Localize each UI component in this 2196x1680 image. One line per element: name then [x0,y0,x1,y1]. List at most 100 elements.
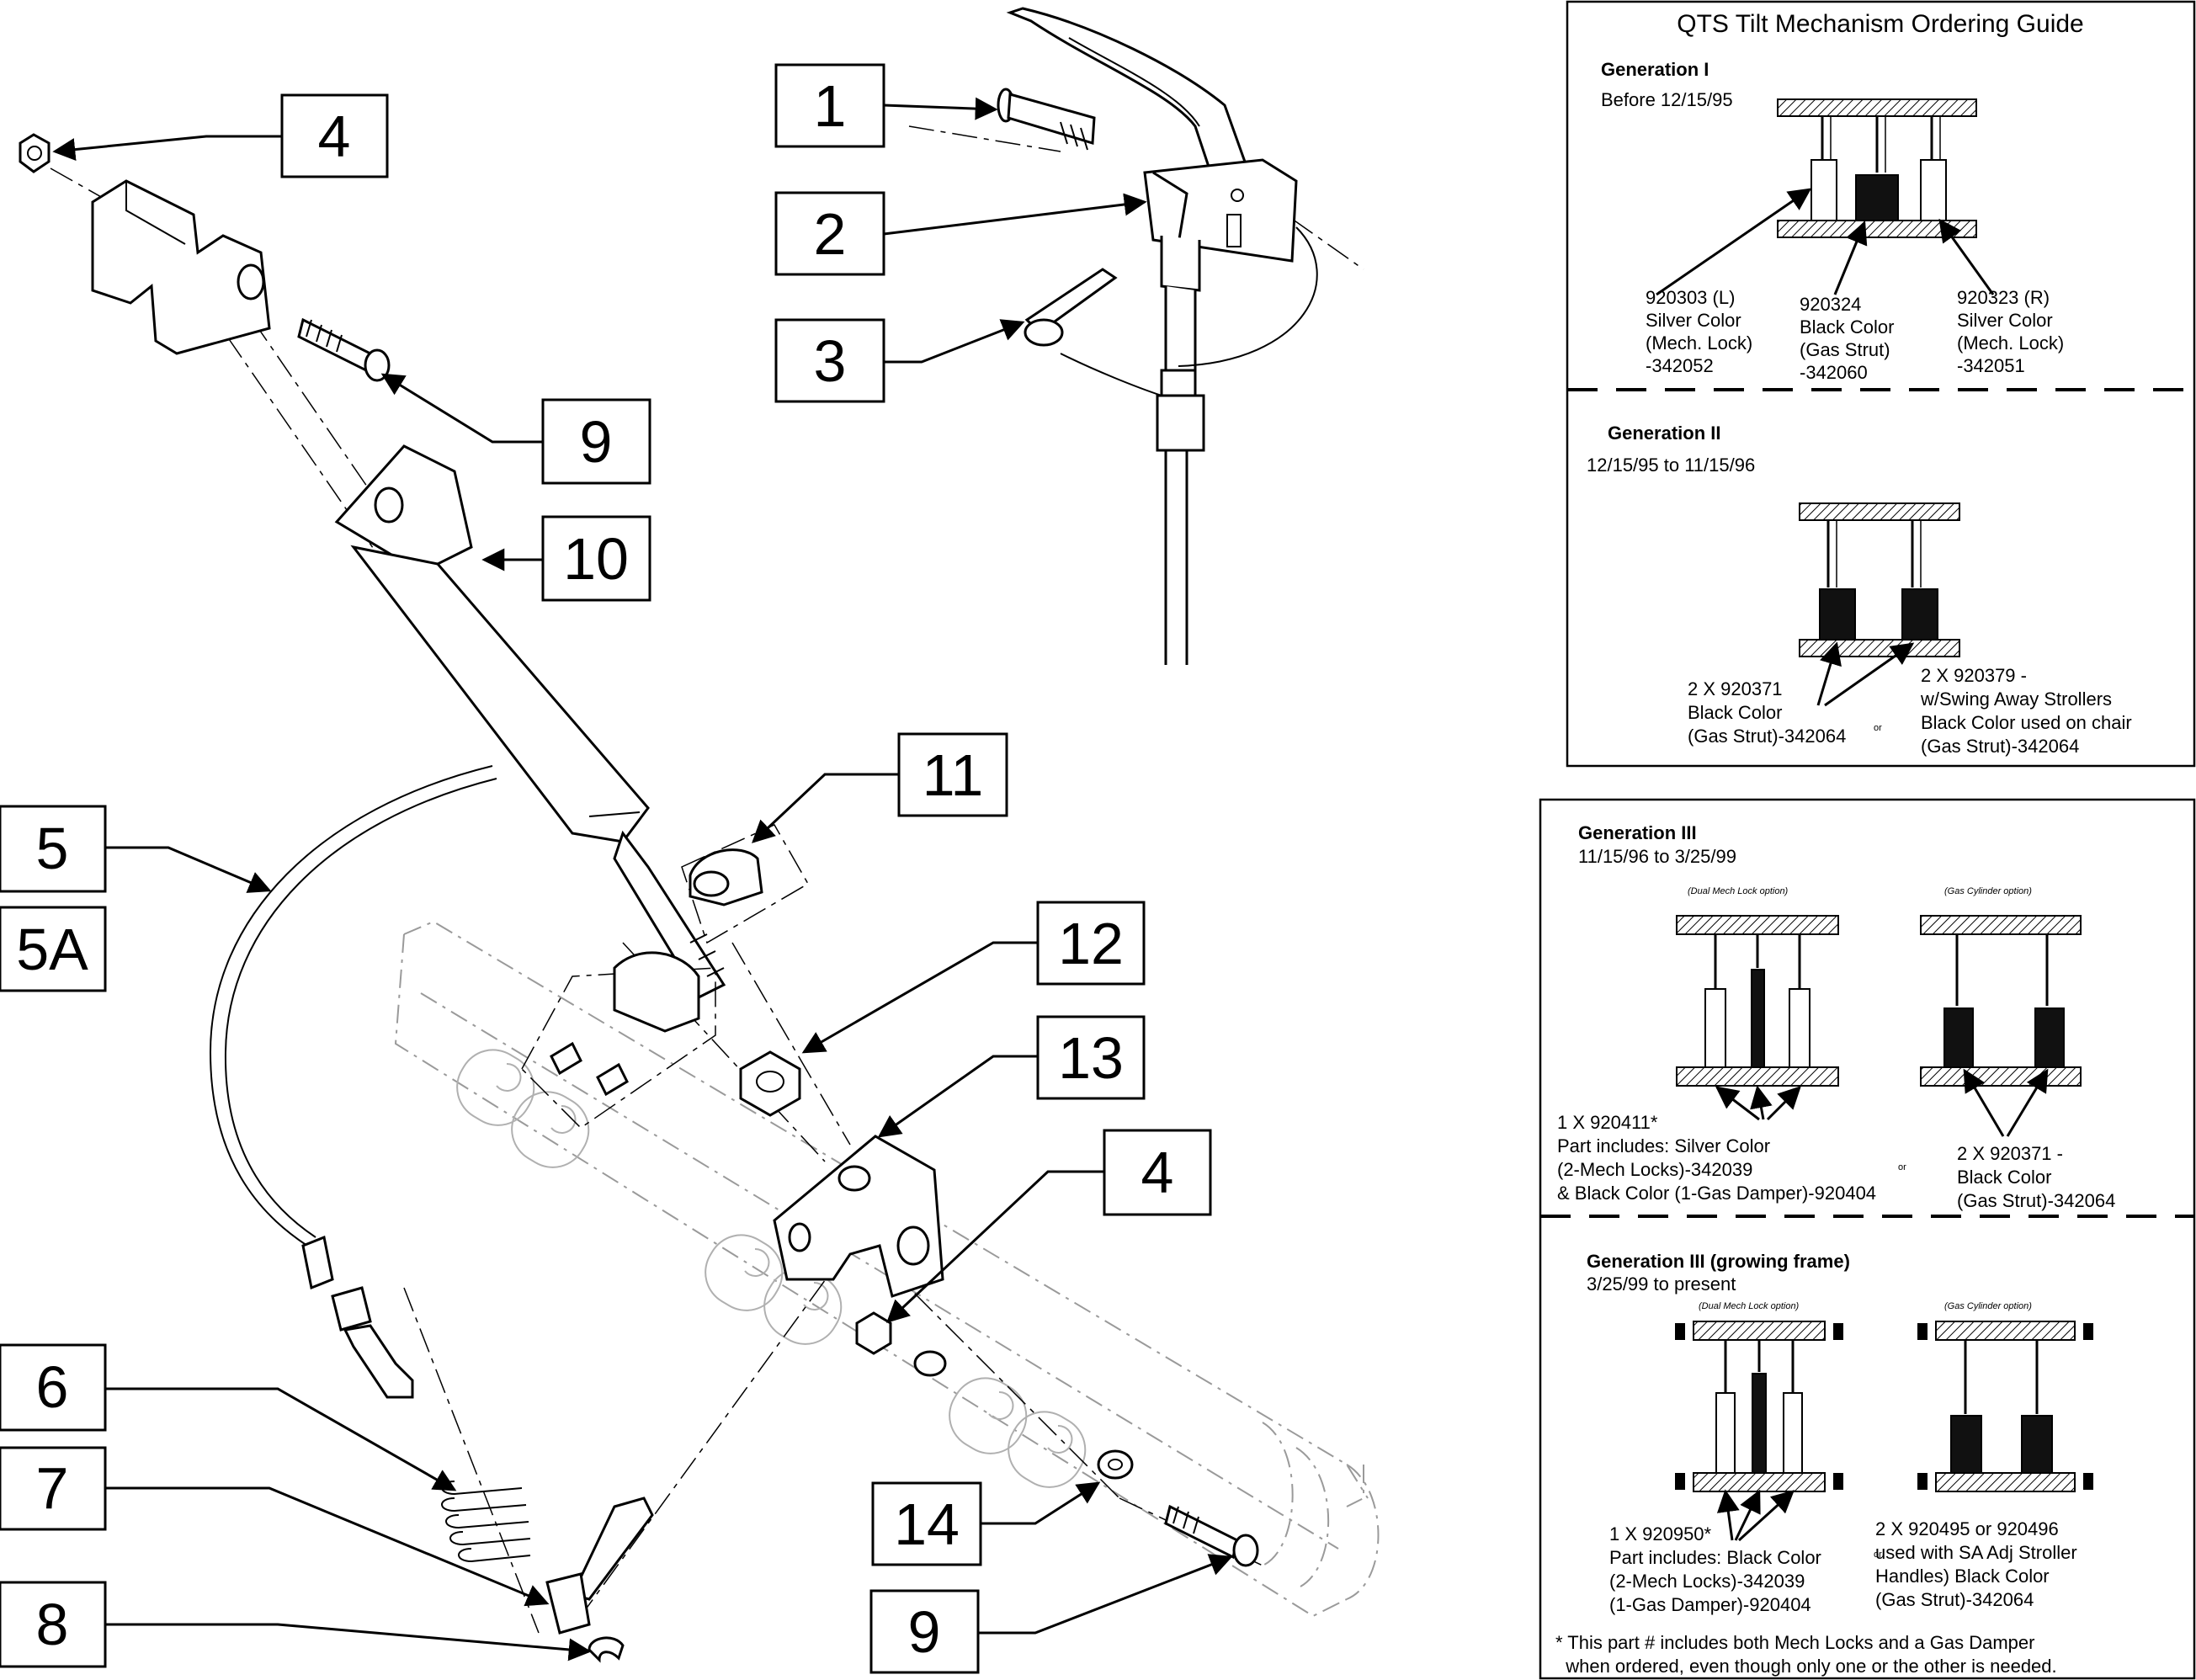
gen1-right-line2: Silver Color [1957,310,2053,331]
gen3-left-line4: & Black Color (1-Gas Damper)-920404 [1557,1183,1876,1204]
callout-3-label: 3 [814,328,847,394]
callout-5a-label: 5A [16,917,88,982]
part-nut-bottom [855,1311,947,1377]
gen3g-right-line4: (Gas Strut)-342064 [1875,1589,2034,1610]
gen3g-left-line3: (2-Mech Locks)-342039 [1609,1571,1805,1592]
callout-4-top-label: 4 [318,104,351,169]
callout-5a: 5A [0,906,107,992]
guide-title: QTS Tilt Mechanism Ordering Guide [1677,10,2084,38]
gen3-date: 11/15/96 to 3/25/99 [1578,846,1736,867]
callout-7-label: 7 [36,1455,69,1521]
callout-3: 3 [774,318,885,403]
gen3g-dual-lock-figure [1675,1321,1843,1492]
gen3g-opt-left: (Dual Mech Lock option) [1699,1301,1800,1311]
callout-5-label: 5 [36,816,69,881]
callout-14-label: 14 [894,1491,960,1557]
callout-7: 7 [0,1446,107,1531]
gen3-left-line3: (2-Mech Locks)-342039 [1557,1159,1752,1180]
gen1-right-line1: 920323 (R) [1957,287,2050,308]
callout-4-bottom: 4 [1103,1129,1212,1216]
gen1-center-line1: 920324 [1800,294,1861,315]
gen1-mechanism-figure [1777,98,1977,238]
gen2-left-line1: 2 X 920371 [1688,678,1783,699]
callout-13-label: 13 [1058,1025,1124,1091]
gen2-heading: Generation II [1608,423,1720,444]
part-cable [209,765,497,1399]
gen3g-or: or [1874,1550,1882,1560]
part-pin [997,88,1096,151]
callout-2: 2 [774,191,885,276]
part-e-clip [588,1636,625,1663]
gen1-left-line1: 920303 (L) [1646,287,1735,308]
callout-4-bottom-label: 4 [1141,1140,1174,1205]
gen3-right-line3: (Gas Strut)-342064 [1957,1190,2115,1211]
part-nut-12 [739,1050,801,1117]
gen3-or: or [1898,1162,1906,1172]
callout-9-bottom-label: 9 [908,1599,941,1665]
gen3-left-line2: Part includes: Silver Color [1557,1135,1770,1156]
gen3-left-line1: 1 X 920411* [1557,1112,1658,1133]
callout-1-label: 1 [814,73,847,139]
part-screw-top [297,317,391,382]
gen3-dual-lock-figure [1676,915,1839,1087]
gen2-left-line2: Black Color [1688,702,1782,723]
gen2-date: 12/15/95 to 11/15/96 [1587,455,1755,476]
gen1-left-line4: -342052 [1646,355,1714,376]
callout-10: 10 [541,515,651,602]
gen3-opt-left: (Dual Mech Lock option) [1688,886,1789,896]
callout-6: 6 [0,1343,107,1432]
callout-4-top: 4 [280,93,389,178]
callout-8-label: 8 [36,1592,69,1657]
gen2-right-line2: w/Swing Away Strollers [1920,688,2112,710]
callout-11: 11 [897,732,1008,817]
callout-6-label: 6 [36,1354,69,1420]
gen1-date: Before 12/15/95 [1601,89,1733,110]
gen1-heading: Generation I [1601,59,1709,80]
gen1-left-line3: (Mech. Lock) [1646,332,1752,354]
part-screw-bottom [1164,1504,1259,1567]
gen3-heading: Generation III [1578,822,1697,843]
gen3g-right-line2: used with SA Adj Stroller [1875,1542,2077,1563]
gen1-left-line2: Silver Color [1646,310,1741,331]
gen1-center-line4: -342060 [1800,362,1868,383]
callout-9-top: 9 [541,398,651,485]
footnote-line2: when ordered, even though only one or th… [1555,1656,2057,1677]
gen1-right-line3: (Mech. Lock) [1957,332,2064,354]
part-spring [441,1481,531,1563]
footnote-line1: * This part # includes both Mech Locks a… [1555,1632,2034,1653]
part-lower-bracket [773,1135,944,1298]
callout-9-bottom: 9 [869,1589,980,1674]
callout-12-label: 12 [1058,911,1124,976]
part-upper-bracket [91,179,271,355]
ordering-guide-top-panel: QTS Tilt Mechanism Ordering Guide Genera… [1566,0,2196,768]
callout-1: 1 [774,63,885,148]
ordering-guide-bottom-panel: Generation III 11/15/96 to 3/25/99 (Dual… [1539,798,2196,1680]
callout-13: 13 [1036,1015,1146,1100]
callout-12: 12 [1036,901,1146,986]
part-split-collar [521,824,810,1129]
gen3g-left-line4: (1-Gas Damper)-920404 [1609,1594,1811,1615]
gen3g-date: 3/25/99 to present [1587,1273,1736,1295]
gen2-right-line3: Black Color used on chair [1921,712,2132,733]
gen3-opt-right: (Gas Cylinder option) [1944,886,2032,896]
part-latch [545,1497,654,1635]
part-nut-top [19,133,51,173]
gen2-right-line1: 2 X 920379 - [1921,665,2027,686]
part-gas-strut [334,444,726,999]
gen3g-opt-right: (Gas Cylinder option) [1944,1301,2032,1311]
callout-9-top-label: 9 [580,409,613,475]
leader-lines [52,97,1233,1661]
gen3g-left-line2: Part includes: Black Color [1609,1547,1821,1568]
callout-5: 5 [0,805,107,893]
gen3-right-line2: Black Color [1957,1167,2051,1188]
part-clevis-pin [1024,268,1162,396]
part-release-handle [1006,7,1318,665]
part-washer-14 [1097,1449,1134,1480]
gen1-right-line4: -342051 [1957,355,2025,376]
callout-14: 14 [871,1481,982,1566]
gen1-center-line2: Black Color [1800,316,1894,338]
gen2-mechanism-figure [1799,502,1960,657]
callout-8: 8 [0,1581,107,1668]
gen2-right-line4: (Gas Strut)-342064 [1921,736,2079,757]
